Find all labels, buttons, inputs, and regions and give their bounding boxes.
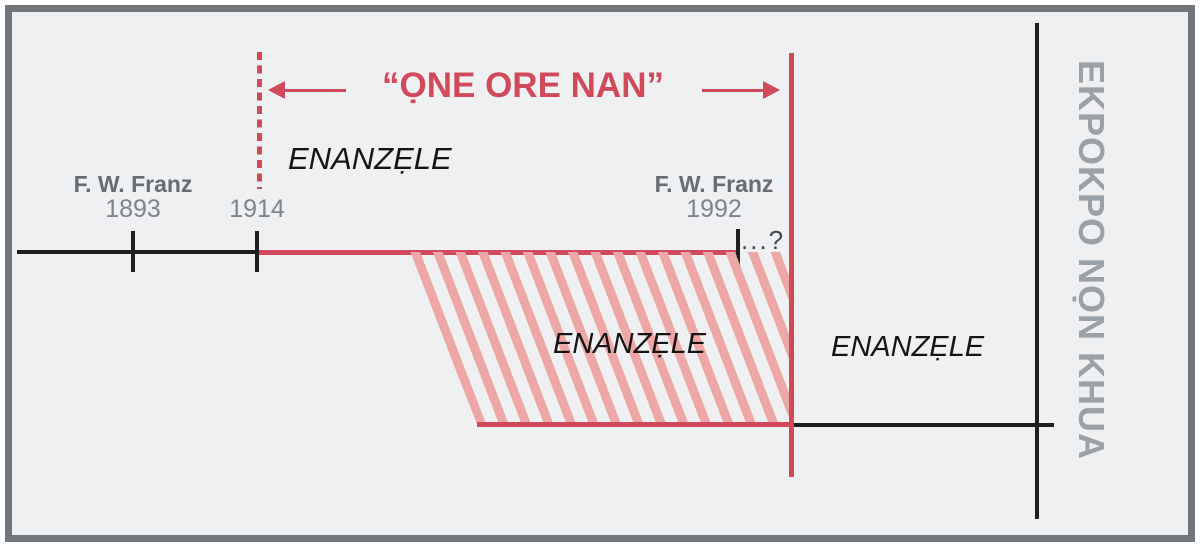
era-label-before: ENANZẸLE <box>288 141 452 176</box>
franz-right-year: 1992 <box>686 195 742 223</box>
hatched-era-region <box>409 252 790 424</box>
franz-left-year: 1893 <box>105 195 161 223</box>
timeline-continuation-ellipsis: ...? <box>741 225 786 255</box>
tick-1893 <box>131 231 135 272</box>
tick-1914 <box>255 231 259 272</box>
tick-1992 <box>736 229 740 272</box>
era-label-after: ENANZẸLE <box>831 331 985 363</box>
page-title: “ỌNE ORE NAN” <box>382 66 664 105</box>
franz-left-name: F. W. Franz <box>73 171 193 197</box>
end-boundary-red-line <box>789 53 794 477</box>
bottom-black-line <box>794 423 1054 427</box>
right-arrow-icon <box>763 81 780 99</box>
side-vertical-label: EKPOKPO NỌN KHUA <box>1071 60 1112 461</box>
left-arrow-line <box>284 89 346 92</box>
dashed-1914-boundary-line <box>257 52 262 189</box>
franz-right-name: F. W. Franz <box>654 171 774 197</box>
left-arrow-icon <box>268 81 285 99</box>
start-year-1914: 1914 <box>229 195 285 223</box>
right-vertical-line <box>1035 23 1039 519</box>
timeline-black-segment <box>17 250 259 254</box>
era-label-during: ENANZẸLE <box>553 328 707 360</box>
bottom-red-line <box>477 422 794 427</box>
right-arrow-line <box>702 89 764 92</box>
